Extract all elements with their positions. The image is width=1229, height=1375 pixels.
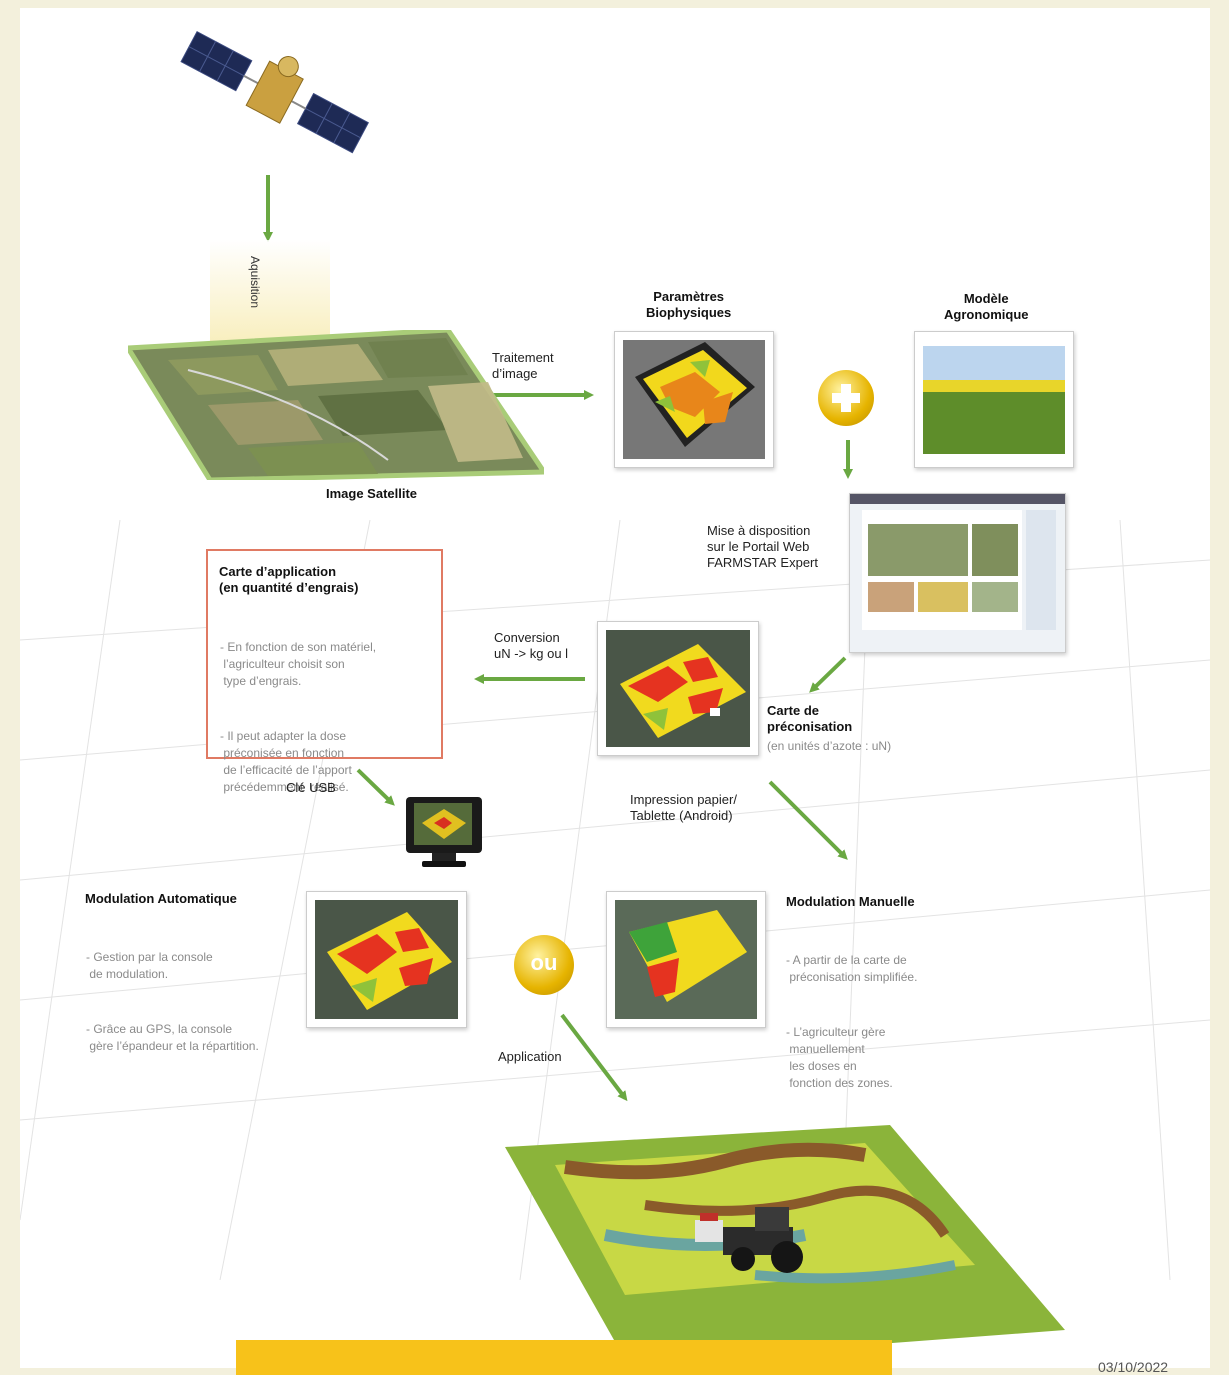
conversion-label: Conversion uN -> kg ou l — [494, 630, 569, 661]
preconisation-card — [597, 621, 759, 756]
modulation-auto-map — [315, 900, 458, 1019]
modele-title: Modèle Agronomique — [944, 291, 1029, 322]
carte-preconisation-title: Carte de préconisation — [767, 703, 853, 734]
carte-application-text: - En fonction de son matériel, l’agricul… — [220, 605, 376, 830]
modulation-auto-text: - Gestion par la console de modulation. … — [86, 915, 259, 1089]
ou-badge: ou — [514, 935, 574, 995]
acquisition-label: Aquisition — [248, 256, 262, 309]
satellite-image — [128, 330, 544, 480]
field-photo — [923, 346, 1065, 454]
plus-badge — [818, 370, 874, 426]
satellite-icon — [180, 30, 370, 154]
modulation-manuelle-text: - A partir de la carte de préconisation … — [786, 918, 917, 1126]
parametres-title: Paramètres Biophysiques — [646, 289, 732, 320]
image-satellite-label: Image Satellite — [326, 486, 418, 501]
application-label: Application — [498, 1049, 562, 1064]
cle-usb-label: Clé USB — [286, 780, 336, 795]
modulation-auto-title: Modulation Automatique — [85, 891, 237, 906]
modulation-manuelle-map — [615, 900, 757, 1019]
biophysical-map — [623, 340, 765, 459]
date-label: 03/10/2022 — [1098, 1359, 1169, 1375]
traitement-label: Traitement d’image — [492, 350, 554, 381]
modulation-manuelle-card — [606, 891, 766, 1028]
plus-icon — [832, 384, 860, 412]
field-tractor-image — [505, 1125, 1065, 1363]
modulation-manuelle-title: Modulation Manuelle — [786, 894, 915, 909]
modulation-auto-bullet-1: - Gestion par la console de modulation. — [86, 950, 213, 981]
mise-a-disposition-label: Mise à disposition sur le Portail Web FA… — [707, 523, 819, 570]
preconisation-map — [606, 630, 750, 747]
parametres-card — [614, 331, 774, 468]
modulation-auto-card — [306, 891, 467, 1028]
carte-application-bullet-2: - Il peut adapter la dose préconisée en … — [220, 729, 352, 794]
carte-application-bullet-1: - En fonction de son matériel, l’agricul… — [220, 640, 377, 688]
modele-card — [914, 331, 1074, 468]
impression-label: Impression papier/ Tablette (Android) — [630, 792, 737, 823]
acquisition-beam — [210, 240, 330, 350]
carte-application-box — [206, 549, 443, 759]
carte-preconisation-sub: (en unités d’azote : uN) — [767, 739, 892, 753]
footer-yellow-bar — [236, 1340, 892, 1375]
modulation-auto-bullet-2: - Grâce au GPS, la console gère l’épande… — [86, 1022, 259, 1053]
console-device — [406, 797, 482, 867]
portal-screenshot — [849, 493, 1066, 653]
carte-application-title: Carte d’application (en quantité d’engra… — [219, 564, 359, 595]
modulation-manuelle-bullet-2: - L’agriculteur gère manuellement les do… — [786, 1025, 893, 1090]
portal-page — [850, 494, 1065, 630]
modulation-manuelle-bullet-1: - A partir de la carte de préconisation … — [786, 953, 918, 984]
